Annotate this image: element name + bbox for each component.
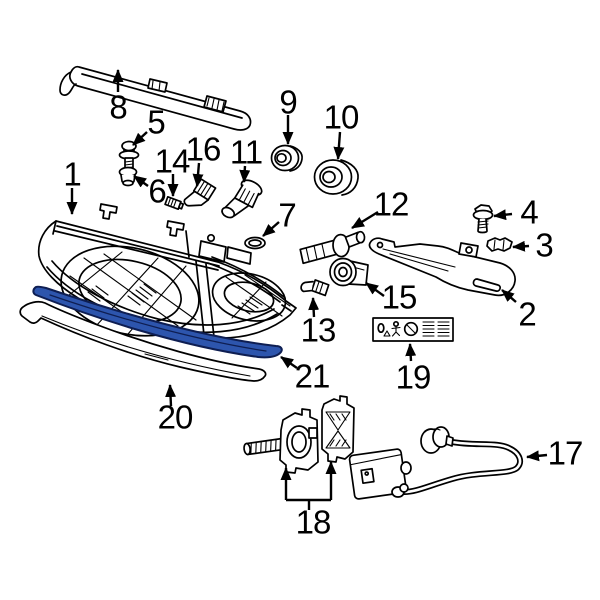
bolt — [472, 204, 494, 234]
sealing-cap-large — [313, 159, 359, 196]
mounting-bracket — [368, 237, 516, 297]
callout-arrow-10 — [333, 131, 345, 160]
grommet — [244, 236, 266, 250]
callout-arrows — [66, 69, 548, 510]
callout-arrow-6 — [133, 175, 149, 188]
callout-arrow-4 — [493, 209, 513, 221]
callout-arrow-11 — [239, 165, 251, 183]
bulb-socket-small — [183, 178, 217, 207]
callout-arrow-15 — [365, 282, 385, 297]
bulb-socket — [221, 179, 263, 219]
warning-label — [372, 317, 454, 342]
callout-arrow-7 — [262, 221, 280, 237]
sealing-cap-small — [270, 144, 303, 172]
callout-arrow-17 — [526, 450, 548, 462]
expansion-clip — [118, 166, 138, 187]
callout-arrow-12 — [351, 210, 379, 230]
callout-arrow-5 — [132, 131, 148, 146]
upper-trim-strip — [59, 65, 252, 131]
highlighted-trim-strip — [32, 285, 283, 359]
callout-arrow-2 — [501, 289, 517, 303]
lower-trim-strip — [19, 300, 267, 382]
callout-arrow-21 — [280, 356, 298, 369]
callout-arrow-13 — [308, 297, 320, 318]
callout-arrow-3 — [512, 240, 530, 252]
wedge-bulb — [300, 279, 330, 297]
clip-nut — [486, 237, 513, 252]
callout-arrow-20 — [165, 384, 177, 407]
bulb-holder — [299, 230, 366, 265]
adjuster-bracket-set — [243, 395, 355, 474]
callout-arrow-16 — [192, 162, 204, 187]
wiring-harness — [348, 426, 523, 500]
callout-arrow-19 — [405, 343, 417, 362]
mini-bulb — [164, 195, 185, 211]
socket-connector — [329, 257, 369, 287]
